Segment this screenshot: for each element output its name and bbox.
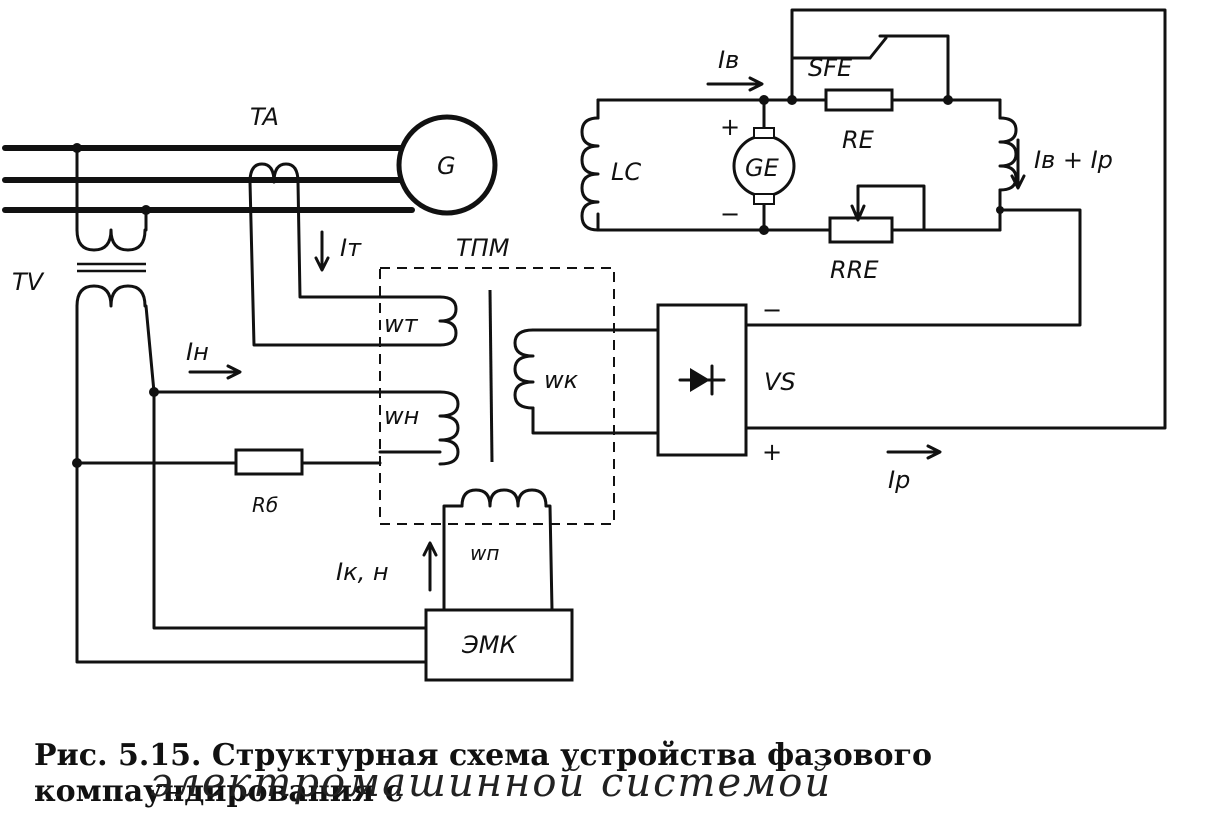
label-wn: wн [384,402,419,430]
label-ta: TA [250,103,279,131]
label-re: RE [842,126,875,154]
rectifier-vs [656,8,1167,457]
label-lc: LC [611,158,641,186]
emk-block: ЭМК [424,608,574,682]
three-phase-bus [2,145,415,213]
label-in: Iн [186,338,209,366]
ge-plus: + [720,113,740,141]
label-vs: VS [764,368,796,396]
label-emk: ЭМК [461,631,517,659]
winding-wk [513,328,660,435]
winding-wp [442,488,554,612]
winding-wn [378,390,460,466]
label-tv: TV [12,268,45,296]
handwritten-note: электромашинной системой [150,760,833,806]
generator-g: G [396,114,498,216]
label-wk: wк [544,366,579,394]
vs-minus: − [762,296,782,324]
label-iv-ip: Iв + Iр [1034,146,1113,174]
figure-caption: Рис. 5.15. Структурная схема устройства … [34,738,932,809]
label-sfe: SFE [808,54,853,82]
label-wp: wп [470,541,499,565]
exciter-circuit [580,34,1018,244]
label-rre: RRE [830,256,879,284]
voltage-transformer-tv [72,143,428,664]
label-ikn: Iк, н [336,558,389,586]
label-tpm: ТПМ [456,234,510,262]
current-transformer-ta [248,162,382,347]
label-ge: GE [745,154,780,182]
label-rb: Rб [252,493,278,517]
winding-wt [378,295,458,347]
label-it: Iт [340,234,362,262]
resistor-rb [75,448,382,476]
tpm-box [379,267,615,525]
label-g: G [437,152,456,180]
ge-minus: − [720,200,740,228]
label-ip: Iр [888,466,910,494]
label-iv: Iв [718,46,739,74]
label-wt: wт [384,310,419,338]
vs-plus: + [762,438,782,466]
